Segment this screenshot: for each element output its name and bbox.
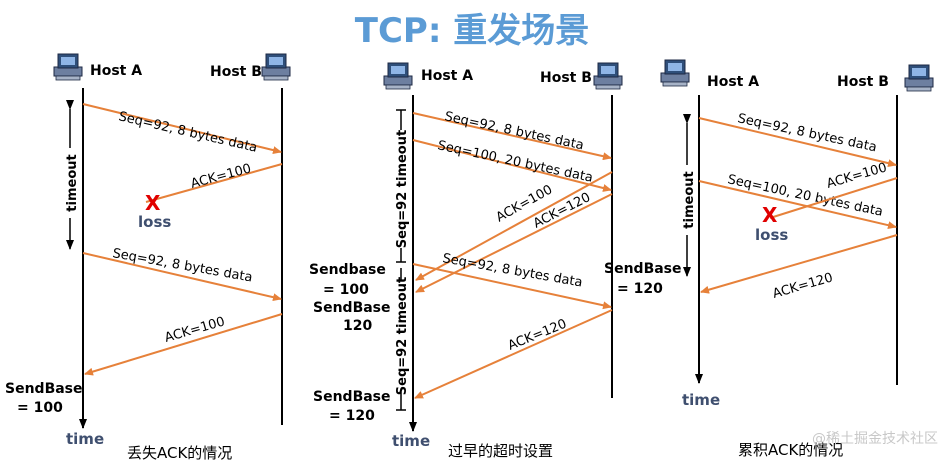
ack-arrow bbox=[700, 234, 898, 294]
time-label: time bbox=[392, 432, 430, 450]
panel-caption: 丢失ACK的情况 bbox=[127, 444, 232, 462]
sendbase-label: SendBase bbox=[313, 389, 391, 405]
computer-icon bbox=[593, 62, 623, 90]
sendbase-value: = 120 bbox=[329, 408, 375, 424]
ack-arrow-lost bbox=[145, 163, 283, 203]
host-a-label: Host A bbox=[707, 74, 759, 90]
loss-x-mark: X bbox=[145, 191, 161, 215]
timeout-label: Seq=92 timeout bbox=[395, 277, 410, 395]
timeout-label: timeout bbox=[65, 154, 80, 211]
computer-icon bbox=[660, 59, 690, 87]
computer-icon bbox=[383, 62, 413, 90]
time-label: time bbox=[682, 391, 720, 409]
sendbase-label: SendBase bbox=[313, 300, 391, 316]
loss-label: loss bbox=[138, 213, 171, 231]
panel-caption: 累积ACK的情况 bbox=[738, 441, 843, 459]
computer-icon bbox=[904, 64, 934, 92]
ack-arrow bbox=[415, 171, 613, 281]
segment-arrow bbox=[82, 103, 282, 155]
sendbase-value: = 100 bbox=[17, 400, 63, 416]
retransmit-arrow bbox=[82, 252, 282, 302]
sendbase-label: SendBase bbox=[604, 261, 682, 277]
time-label: time bbox=[66, 430, 104, 448]
segment-label: Seq=92, 8 bytes data bbox=[736, 111, 878, 155]
retransmit-label: Seq=92, 8 bytes data bbox=[111, 246, 253, 285]
panel-premature-timeout: Host A Host B Seq=92, 8 bytes data Seq=1… bbox=[309, 62, 682, 460]
ack-arrow bbox=[84, 313, 283, 376]
host-b-label: Host B bbox=[210, 64, 262, 80]
watermark: @稀土掘金技术社区 bbox=[812, 431, 938, 447]
sendbase-value: = 100 bbox=[323, 282, 369, 298]
ack-label: ACK=120 bbox=[506, 317, 569, 354]
sendbase-value: 120 bbox=[343, 318, 372, 334]
sendbase-label: SendBase bbox=[5, 381, 83, 397]
segment-label: Seq=92, 8 bytes data bbox=[117, 109, 259, 156]
ack-label: ACK=100 bbox=[189, 161, 253, 192]
page-title: TCP: 重发场景 bbox=[355, 11, 590, 51]
host-a-label: Host A bbox=[90, 63, 142, 79]
host-a-label: Host A bbox=[421, 68, 473, 84]
ack-label: ACK=100 bbox=[825, 160, 889, 192]
panel-caption: 过早的超时设置 bbox=[448, 442, 553, 460]
host-b-label: Host B bbox=[837, 74, 889, 90]
timeout-label: timeout bbox=[682, 171, 697, 228]
segment-arrow bbox=[698, 117, 897, 168]
ack-arrow bbox=[414, 309, 613, 399]
sendbase-value: = 120 bbox=[617, 281, 663, 297]
computer-icon bbox=[261, 53, 291, 81]
panel-cumulative-ack: Host A Host B Seq=92, 8 bytes data Seq=1… bbox=[660, 59, 934, 459]
panel-lost-ack: Host A Host B Seq=92, 8 bytes data ACK=1… bbox=[5, 53, 291, 462]
loss-x-mark: X bbox=[762, 203, 778, 227]
ack-label: ACK=120 bbox=[771, 270, 835, 302]
segment-arrow bbox=[698, 180, 897, 230]
retransmit-arrow bbox=[412, 263, 612, 310]
ack-arrow-lost bbox=[769, 177, 898, 219]
timeout-label: Seq=92 timeout bbox=[395, 130, 410, 248]
ack-arrow bbox=[415, 193, 613, 293]
segment-arrow bbox=[412, 112, 612, 161]
loss-label: loss bbox=[755, 226, 788, 244]
segment-arrow bbox=[412, 139, 612, 192]
host-b-label: Host B bbox=[540, 70, 592, 86]
sendbase-label: Sendbase bbox=[309, 262, 386, 278]
computer-icon bbox=[53, 53, 83, 81]
